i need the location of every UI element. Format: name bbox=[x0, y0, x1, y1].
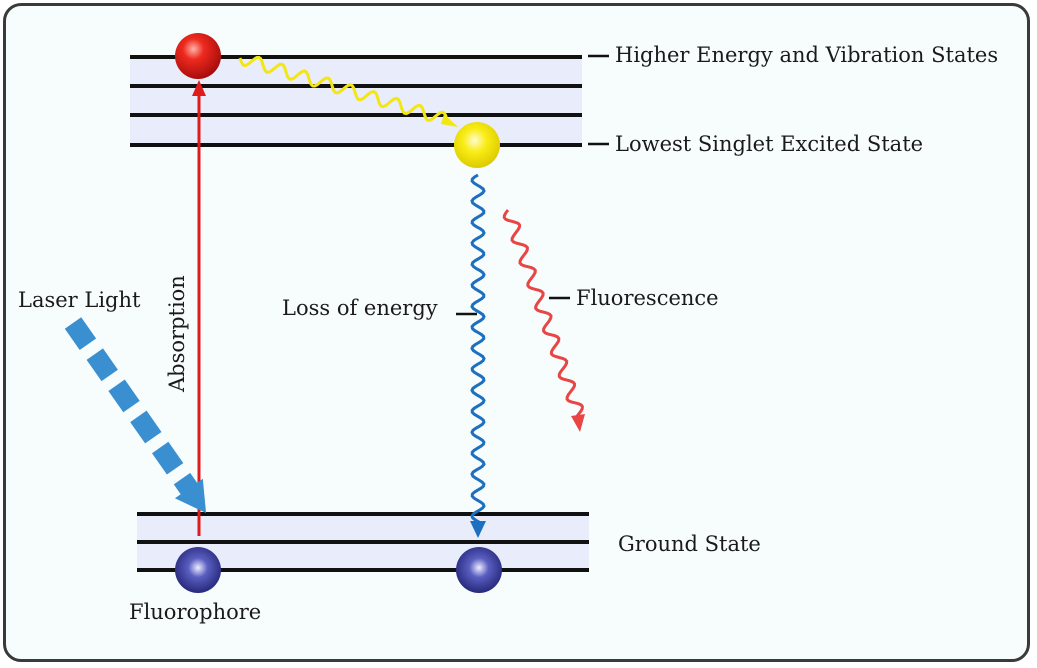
ground-electron-fluorophore bbox=[175, 547, 221, 593]
lowest-singlet-label: Lowest Singlet Excited State bbox=[615, 132, 923, 156]
relaxed-electron bbox=[454, 122, 500, 168]
fluorophore-label: Fluorophore bbox=[129, 600, 261, 624]
ground-state-label: Ground State bbox=[618, 532, 761, 556]
fluorescence-label: Fluorescence bbox=[576, 286, 719, 310]
laser-light-arrow bbox=[64, 317, 207, 514]
ground-electron-returned bbox=[456, 547, 502, 593]
vibrational-relaxation-wave bbox=[238, 55, 458, 127]
fluorescence-wave bbox=[502, 209, 585, 432]
loss-of-energy-label: Loss of energy bbox=[282, 296, 438, 320]
loss-of-energy-wave bbox=[470, 173, 486, 538]
excited-electron bbox=[175, 33, 221, 79]
laser-light-label: Laser Light bbox=[18, 288, 141, 312]
absorption-arrow bbox=[192, 80, 206, 536]
absorption-label: Absorption bbox=[165, 275, 189, 393]
higher-states-label: Higher Energy and Vibration States bbox=[615, 43, 998, 67]
